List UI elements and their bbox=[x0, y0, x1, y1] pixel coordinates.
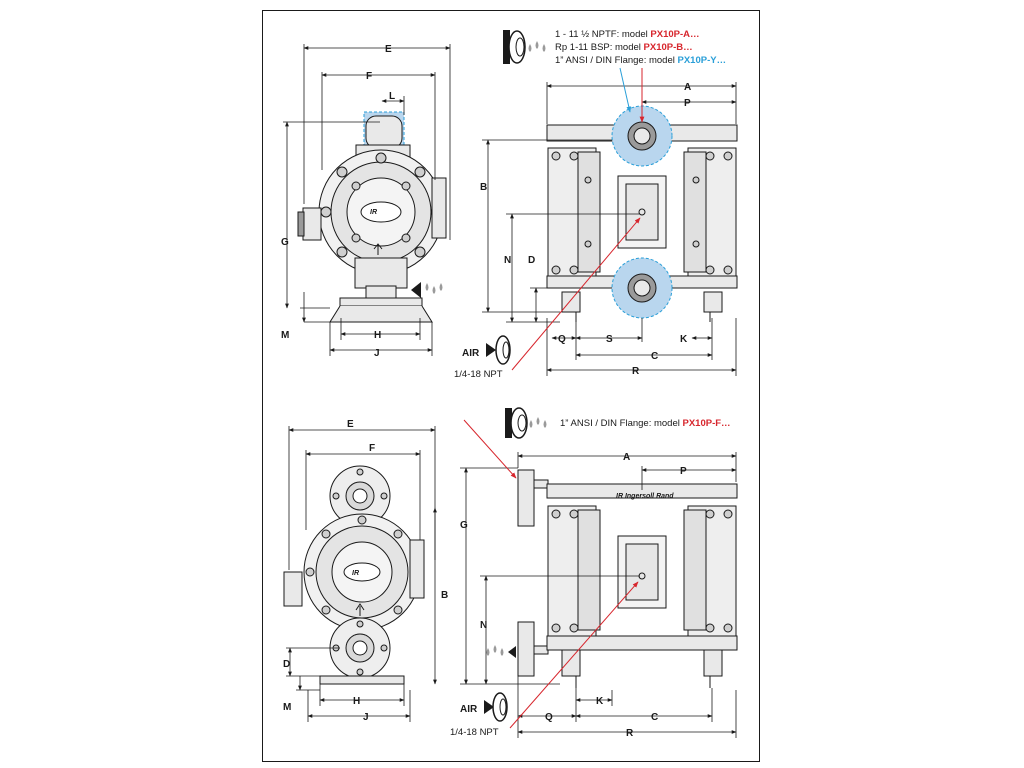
bottom-side-dimensions bbox=[286, 426, 437, 722]
dim-Q-bottom: Q bbox=[545, 712, 553, 723]
dim-S: S bbox=[606, 334, 613, 345]
bottom-front-view bbox=[517, 469, 738, 688]
model-note-3: 1” ANSI / DIN Flange: model PX10P-Y… bbox=[555, 55, 726, 66]
dim-M-bottom: M bbox=[283, 702, 291, 713]
top-side-dimensions bbox=[283, 44, 451, 356]
port-fitting-icon-bottom bbox=[505, 407, 547, 439]
dim-R-bottom: R bbox=[626, 728, 634, 739]
dim-B: B bbox=[480, 182, 487, 193]
dim-K-bottom: K bbox=[596, 696, 604, 707]
air-pointer-bottom bbox=[509, 581, 639, 729]
top-front-dimensions bbox=[482, 82, 737, 376]
flange-pointer bbox=[463, 419, 517, 479]
dim-D: D bbox=[528, 255, 535, 266]
dim-H: H bbox=[374, 330, 381, 341]
dim-E-bottom: E bbox=[347, 419, 354, 430]
dim-C: C bbox=[651, 351, 658, 362]
dim-P-bottom: P bbox=[680, 466, 687, 477]
dim-D-bottom: D bbox=[283, 659, 290, 670]
fluid-drops-icon bbox=[411, 282, 443, 298]
air-inlet-icon-bottom: AIR bbox=[460, 692, 508, 722]
dim-L: L bbox=[389, 91, 395, 102]
air-inlet-icon: AIR bbox=[462, 335, 511, 365]
dim-G: G bbox=[281, 237, 289, 248]
air-pointer bbox=[511, 217, 641, 371]
dim-G-bottom: G bbox=[460, 520, 468, 531]
bottom-front-dimensions bbox=[460, 452, 737, 738]
dim-J: J bbox=[374, 348, 380, 359]
dim-A: A bbox=[684, 82, 691, 93]
dim-B-bottom: B bbox=[441, 590, 448, 601]
dim-J-bottom: J bbox=[363, 712, 369, 723]
model-note-2: Rp 1-11 BSP: model PX10P-B… bbox=[555, 42, 693, 53]
dim-N: N bbox=[504, 255, 511, 266]
side-logo-bottom: IR bbox=[352, 570, 359, 577]
top-front-view bbox=[546, 105, 738, 322]
air-port-label-bottom: 1/4-18 NPT bbox=[450, 727, 499, 738]
dim-E: E bbox=[385, 44, 392, 55]
air-label-bottom: AIR bbox=[460, 704, 478, 715]
dim-H-bottom: H bbox=[353, 696, 360, 707]
dim-A-bottom: A bbox=[623, 452, 630, 463]
bottom-side-view bbox=[283, 465, 425, 685]
dim-M: M bbox=[281, 330, 289, 341]
dim-C-bottom: C bbox=[651, 712, 658, 723]
model-note-flange: 1” ANSI / DIN Flange: model PX10P-F… bbox=[560, 418, 731, 429]
dim-F: F bbox=[366, 71, 372, 82]
port-fitting-icon bbox=[503, 30, 546, 64]
air-label: AIR bbox=[462, 348, 480, 359]
air-port-label: 1/4-18 NPT bbox=[454, 369, 503, 380]
dim-N-bottom: N bbox=[480, 620, 487, 631]
side-logo: IR bbox=[370, 209, 377, 216]
model-note-1: 1 - 11 ½ NPTF: model PX10P-A… bbox=[555, 29, 700, 40]
dim-Q: Q bbox=[558, 334, 566, 345]
top-side-view bbox=[297, 111, 447, 323]
fluid-drops-icon-bottom bbox=[486, 645, 516, 658]
dim-R: R bbox=[632, 366, 640, 377]
dim-F-bottom: F bbox=[369, 443, 375, 454]
dim-K: K bbox=[680, 334, 688, 345]
dim-P: P bbox=[684, 98, 691, 109]
blue-pointer bbox=[619, 67, 632, 113]
ir-logo: IR Ingersoll Rand bbox=[616, 493, 674, 500]
